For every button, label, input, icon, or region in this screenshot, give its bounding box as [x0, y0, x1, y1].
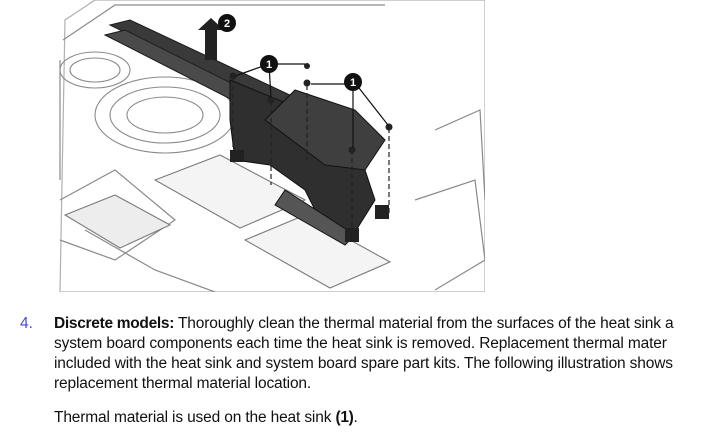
- heat-sink-removal-illustration: 1 1 2: [55, 0, 485, 292]
- callout-1a-label: 1: [266, 59, 272, 71]
- thermal-note-text: Thermal material is used on the heat sin…: [54, 409, 336, 426]
- callout-1b-label: 1: [350, 77, 356, 89]
- chassis-outline: [59, 0, 485, 292]
- screws: [229, 63, 393, 154]
- callout-1a: 1: [260, 55, 278, 73]
- thermal-note-ref: (1): [335, 409, 354, 426]
- thermal-note-end: .: [353, 409, 358, 426]
- screw-guide-lines: [232, 78, 390, 240]
- heat-sink-diagram: 1 1 2: [59, 0, 485, 292]
- memory-modules: [63, 154, 392, 289]
- callout-2: 2: [218, 14, 236, 32]
- step-label: Discrete models:: [54, 315, 175, 332]
- step-line-2: system board components each time the he…: [54, 335, 667, 352]
- step-line-4: replacement thermal material location.: [54, 375, 312, 392]
- step-line-1-text: Thoroughly clean the thermal material fr…: [174, 315, 674, 332]
- fan-assembly: [59, 51, 236, 154]
- callout-1b: 1: [344, 73, 362, 91]
- thermal-note: Thermal material is used on the heat sin…: [54, 408, 358, 428]
- lift-arrow-icon: [198, 18, 224, 60]
- step-line-1: Discrete models: Thoroughly clean the th…: [54, 314, 713, 334]
- step-text: Discrete models: Thoroughly clean the th…: [54, 314, 713, 394]
- step-line-3: included with the heat sink and system b…: [54, 355, 673, 372]
- step-number: 4.: [20, 315, 33, 332]
- callout-2-label: 2: [224, 18, 230, 30]
